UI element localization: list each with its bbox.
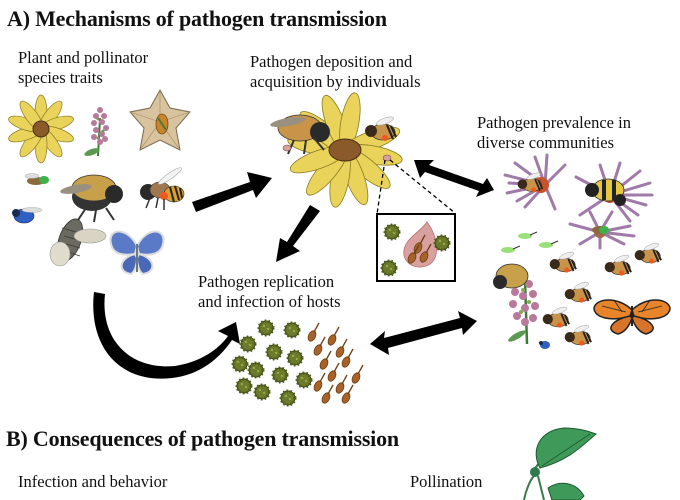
prevalence-label-line2: diverse communities — [477, 133, 615, 152]
pollination-label: Pollination — [410, 472, 483, 491]
bumble-bee-icon — [493, 263, 529, 289]
leaf-branch-icon — [523, 427, 598, 500]
honey-bee-icon — [140, 167, 185, 210]
replication-label-line1: Pathogen replication — [198, 272, 335, 291]
tan-star-flower-icon — [129, 88, 191, 151]
green-sweat-bee-swarm — [501, 231, 559, 253]
parasite-cluster — [305, 322, 364, 406]
blue-mason-bee-icon — [12, 207, 43, 224]
curved-arrow-traits-to-replication — [93, 292, 240, 379]
prevalence-label-line1: Pathogen prevalence in — [477, 113, 631, 132]
arrow-deposition-to-replication — [276, 205, 320, 262]
black-eyed-susan-with-bees-icon — [270, 92, 403, 208]
deposition-label: Pathogen deposition and acquisition by i… — [250, 52, 421, 92]
pathogen-particle-icon — [433, 234, 451, 252]
monarch-butterfly-icon — [593, 299, 671, 335]
bumble-bee-icon — [585, 178, 626, 206]
traits-label-line2: species traits — [18, 68, 103, 87]
pathogen-cluster — [231, 319, 313, 407]
black-eyed-susan-flower-icon — [8, 94, 74, 164]
arrows — [93, 160, 494, 379]
panel-b-title: B) Consequences of pathogen transmission — [6, 426, 399, 451]
replication-label-line2: and infection of hosts — [198, 292, 341, 311]
milkweed-flower-icon — [84, 107, 109, 157]
infection-behavior-label: Infection and behavior — [18, 472, 168, 491]
blue-mason-bee-icon — [539, 341, 550, 349]
gray-fly-icon — [49, 218, 107, 267]
prevalence-label: Pathogen prevalence in diverse communiti… — [477, 113, 631, 153]
bumble-bee-icon — [60, 174, 123, 223]
blue-butterfly-icon — [109, 230, 165, 276]
panel-a-title: A) Mechanisms of pathogen transmission — [7, 6, 387, 31]
replication-label: Pathogen replication and infection of ho… — [198, 272, 341, 312]
traits-label: Plant and pollinator species traits — [18, 48, 148, 88]
arrow-deposition-prevalence-bidirectional — [414, 160, 494, 197]
deposition-label-line1: Pathogen deposition and — [250, 52, 413, 71]
pathogen-particle-icon — [380, 259, 398, 277]
arrow-replication-prevalence-bidirectional — [370, 311, 477, 355]
pathogen-particle-icon — [383, 223, 401, 241]
green-sweat-bee-icon — [592, 226, 609, 234]
arrow-traits-to-deposition — [192, 172, 272, 212]
traits-label-line1: Plant and pollinator — [18, 48, 149, 67]
deposition-label-line2: acquisition by individuals — [250, 72, 421, 91]
zoom-inset — [376, 159, 456, 282]
green-sweat-bee-icon — [24, 173, 49, 185]
